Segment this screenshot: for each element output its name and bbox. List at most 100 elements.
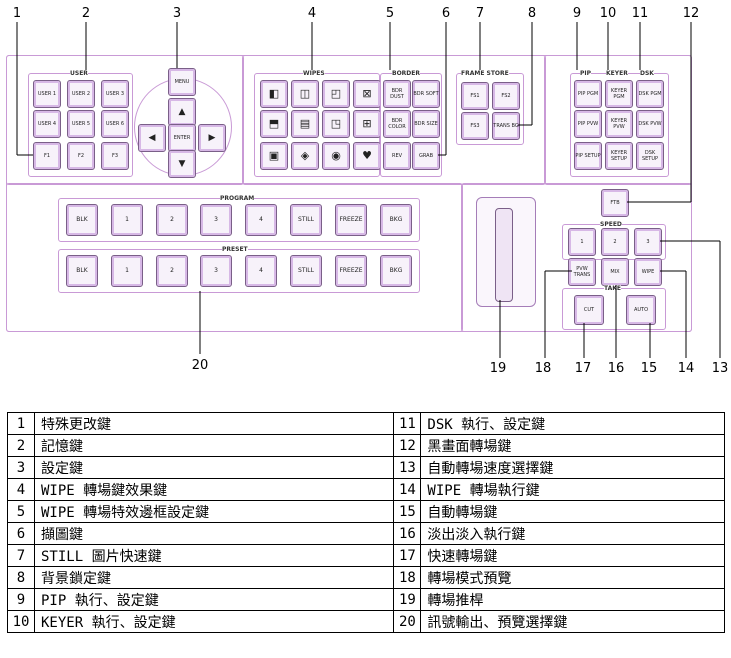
speed-label: SPEED: [600, 221, 622, 228]
program-still-button[interactable]: STILL: [290, 204, 322, 236]
frame-store-label: FRAME STORE: [461, 70, 509, 77]
bdr-soft-button[interactable]: BDR SOFT: [412, 80, 440, 108]
auto-button[interactable]: AUTO: [626, 295, 656, 325]
enter-button[interactable]: ENTER: [168, 124, 196, 152]
keyer-pvw-button[interactable]: KEYER PVW: [605, 110, 633, 138]
dsk-setup-button[interactable]: DSK SETUP: [636, 142, 664, 170]
wipe-pattern-10-button[interactable]: ◈: [291, 142, 319, 170]
legend-number: 13: [393, 456, 422, 479]
ftb-button[interactable]: FTB: [601, 189, 629, 217]
preset-bkg-button[interactable]: BKG: [380, 255, 412, 287]
border-label: BORDER: [392, 70, 420, 77]
speed-3-button[interactable]: 3: [634, 228, 662, 256]
menu-button[interactable]: MENU: [168, 68, 196, 96]
callout-6: 6: [441, 6, 451, 21]
pvw-trans-button[interactable]: PVW TRANS: [568, 258, 596, 286]
preset-4-button[interactable]: 4: [245, 255, 277, 287]
legend-number: 6: [7, 522, 35, 545]
trans-bg-button[interactable]: TRANS BG: [492, 112, 520, 140]
bdr-dust-button[interactable]: BDR DUST: [383, 80, 411, 108]
f2-button[interactable]: F2: [67, 142, 95, 170]
legend-number: 18: [393, 566, 422, 589]
preset-2-button[interactable]: 2: [156, 255, 188, 287]
legend-number: 11: [393, 412, 422, 435]
rev-button[interactable]: REV: [383, 142, 411, 170]
wipe-pattern-9-button[interactable]: ▣: [260, 142, 288, 170]
fs3-button[interactable]: FS3: [461, 112, 489, 140]
wipe-pattern-12-button[interactable]: ♥: [353, 142, 381, 170]
wipe-pattern-2-button[interactable]: ◫: [291, 80, 319, 108]
fs1-button[interactable]: FS1: [461, 82, 489, 110]
legend-description: 淡出淡入執行鍵: [420, 522, 725, 545]
wipe-pattern-4-button[interactable]: ⊠: [353, 80, 381, 108]
legend-description: WIPE 轉場特效邊框設定鍵: [33, 500, 395, 523]
speed-2-button[interactable]: 2: [601, 228, 629, 256]
wipe-pattern-3-button[interactable]: ◰: [322, 80, 350, 108]
program-freeze-button[interactable]: FREEZE: [335, 204, 367, 236]
user-4-button[interactable]: USER 4: [33, 110, 61, 138]
f1-button[interactable]: F1: [33, 142, 61, 170]
wipe-pattern-5-button[interactable]: ⬒: [260, 110, 288, 138]
callout-19: 19: [489, 361, 507, 376]
preset-blk-button[interactable]: BLK: [66, 255, 98, 287]
legend-description: WIPE 轉場執行鍵: [420, 478, 725, 501]
speed-1-button[interactable]: 1: [568, 228, 596, 256]
user-6-button[interactable]: USER 6: [101, 110, 129, 138]
mix-button[interactable]: MIX: [601, 258, 629, 286]
legend-number: 8: [7, 566, 35, 589]
keyer-label: KEYER: [606, 70, 628, 77]
legend-description: 自動轉場速度選擇鍵: [420, 456, 725, 479]
callout-12: 12: [682, 6, 700, 21]
t-bar-handle[interactable]: [495, 208, 513, 302]
fs2-button[interactable]: FS2: [492, 82, 520, 110]
program-blk-button[interactable]: BLK: [66, 204, 98, 236]
legend-number: 19: [393, 588, 422, 611]
callout-3: 3: [172, 6, 182, 21]
program-2-button[interactable]: 2: [156, 204, 188, 236]
program-4-button[interactable]: 4: [245, 204, 277, 236]
legend-description: 黑畫面轉場鍵: [420, 434, 725, 457]
callout-2: 2: [81, 6, 91, 21]
dsk-pvw-button[interactable]: DSK PVW: [636, 110, 664, 138]
user-1-button[interactable]: USER 1: [33, 80, 61, 108]
f3-button[interactable]: F3: [101, 142, 129, 170]
program-3-button[interactable]: 3: [200, 204, 232, 236]
wipe-pattern-1-button[interactable]: ◧: [260, 80, 288, 108]
pip-pvw-button[interactable]: PIP PVW: [574, 110, 602, 138]
pip-setup-button[interactable]: PIP SETUP: [574, 142, 602, 170]
wipe-pattern-7-button[interactable]: ◳: [322, 110, 350, 138]
preset-still-button[interactable]: STILL: [290, 255, 322, 287]
user-section: [6, 55, 244, 185]
bdr-size-button[interactable]: BDR SIZE: [412, 110, 440, 138]
keyer-pgm-button[interactable]: KEYER PGM: [605, 80, 633, 108]
preset-1-button[interactable]: 1: [111, 255, 143, 287]
preset-freeze-button[interactable]: FREEZE: [335, 255, 367, 287]
program-bkg-button[interactable]: BKG: [380, 204, 412, 236]
legend-description: 轉場模式預覽: [420, 566, 725, 589]
legend-number: 1: [7, 412, 35, 435]
bdr-color-button[interactable]: BDR COLOR: [383, 110, 411, 138]
legend-number: 16: [393, 522, 422, 545]
grab-button[interactable]: GRAB: [412, 142, 440, 170]
wipe-pattern-6-button[interactable]: ▤: [291, 110, 319, 138]
preset-3-button[interactable]: 3: [200, 255, 232, 287]
arrow-right-button[interactable]: ▶: [198, 124, 226, 152]
program-1-button[interactable]: 1: [111, 204, 143, 236]
callout-16: 16: [607, 361, 625, 376]
user-2-button[interactable]: USER 2: [67, 80, 95, 108]
callout-14: 14: [677, 361, 695, 376]
arrow-down-button[interactable]: ▼: [168, 150, 196, 178]
wipe-pattern-11-button[interactable]: ◉: [322, 142, 350, 170]
user-5-button[interactable]: USER 5: [67, 110, 95, 138]
cut-button[interactable]: CUT: [574, 295, 604, 325]
pip-pgm-button[interactable]: PIP PGM: [574, 80, 602, 108]
arrow-left-button[interactable]: ◀: [138, 124, 166, 152]
wipe-button[interactable]: WIPE: [634, 258, 662, 286]
dsk-pgm-button[interactable]: DSK PGM: [636, 80, 664, 108]
callout-17: 17: [574, 361, 592, 376]
callout-9: 9: [572, 6, 582, 21]
user-3-button[interactable]: USER 3: [101, 80, 129, 108]
keyer-setup-button[interactable]: KEYER SETUP: [605, 142, 633, 170]
